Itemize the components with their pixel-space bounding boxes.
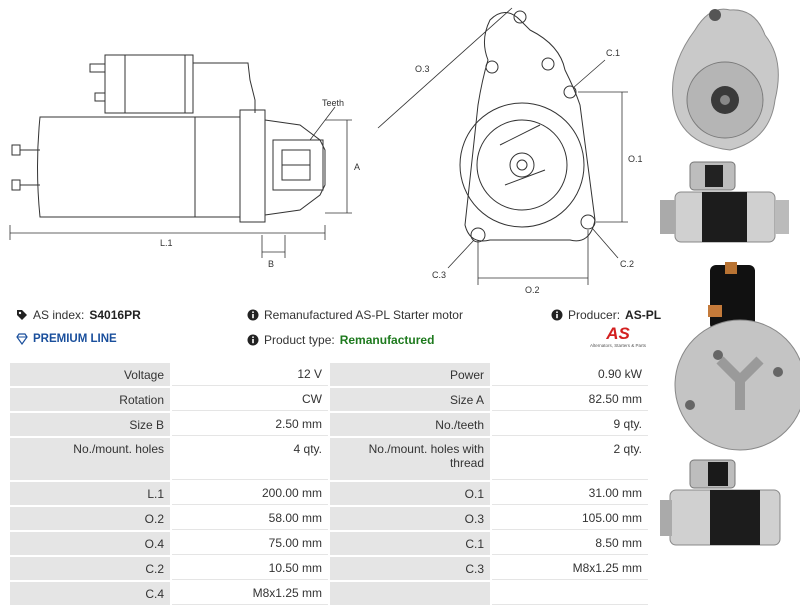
spec-label <box>330 582 490 605</box>
label-c1: C.1 <box>606 48 620 58</box>
spec-value: 75.00 mm <box>172 532 328 555</box>
spec-label: C.2 <box>10 557 170 580</box>
spec-label: O.2 <box>10 507 170 530</box>
label-l1: L.1 <box>160 238 173 248</box>
as-pl-logo: AS Alternators, Starters & Parts <box>588 325 648 357</box>
spec-value: M8x1.25 mm <box>172 582 328 605</box>
spec-value: 10.50 mm <box>172 557 328 580</box>
label-o3: O.3 <box>415 64 430 74</box>
producer-value: AS-PL <box>625 308 662 322</box>
product-type: Product type: Remanufactured <box>247 333 434 347</box>
product-photo-angled <box>660 459 781 546</box>
spec-value: 9 qty. <box>492 413 648 436</box>
spec-label: O.4 <box>10 532 170 555</box>
spec-label: No./mount. holes <box>10 438 170 480</box>
producer: Producer: AS-PL <box>551 308 661 322</box>
as-index-label: AS index: <box>33 308 85 322</box>
spec-label: Power <box>330 363 490 386</box>
product-type-label: Product type: <box>264 333 335 347</box>
spec-value: 2 qty. <box>492 438 648 480</box>
solenoid-outline <box>104 54 194 114</box>
motor-body <box>37 116 241 218</box>
spec-value: 58.00 mm <box>172 507 328 530</box>
product-photo-rear <box>674 262 800 451</box>
spec-value <box>492 582 648 605</box>
label-o2: O.2 <box>525 285 540 295</box>
spec-value: 2.50 mm <box>172 413 328 436</box>
product-photos <box>660 8 800 546</box>
diamond-icon <box>16 333 28 345</box>
info-icon <box>247 309 259 321</box>
product-type-value: Remanufactured <box>339 333 435 347</box>
logo-text: AS <box>606 324 630 343</box>
label-o1: O.1 <box>628 154 643 164</box>
logo-subtext: Alternators, Starters & Parts <box>589 343 647 348</box>
label-c2: C.2 <box>620 259 634 269</box>
label-teeth: Teeth <box>322 98 344 108</box>
spec-label: Size A <box>330 388 490 411</box>
spec-value: CW <box>172 388 328 411</box>
spec-label: Size B <box>10 413 170 436</box>
label-b: B <box>268 259 274 269</box>
spec-value: 12 V <box>172 363 328 386</box>
spec-label: C.1 <box>330 532 490 555</box>
spec-value: M8x1.25 mm <box>492 557 648 580</box>
spec-label: Voltage <box>10 363 170 386</box>
label-c3: C.3 <box>432 270 446 280</box>
spec-label: L.1 <box>10 482 170 505</box>
premium-line: PREMIUM LINE <box>16 333 117 345</box>
spec-value: 31.00 mm <box>492 482 648 505</box>
product-photo-front <box>672 8 779 151</box>
flange-outline <box>464 12 596 242</box>
spec-label: O.3 <box>330 507 490 530</box>
hole-c3 <box>470 227 486 243</box>
hole-c1 <box>563 85 577 99</box>
hole-c2 <box>580 214 596 230</box>
spec-label: O.1 <box>330 482 490 505</box>
spec-label: C.3 <box>330 557 490 580</box>
info-icon <box>551 309 563 321</box>
as-index-value: S4016PR <box>89 308 141 322</box>
technical-drawing: Teeth A B L.1 O.1 O.2 O.3 C.1 C.2 C.3 <box>9 7 643 295</box>
housing-circle <box>459 102 585 228</box>
producer-label: Producer: <box>568 308 621 322</box>
spec-value: 105.00 mm <box>492 507 648 530</box>
as-index: AS index: S4016PR <box>16 308 141 322</box>
spec-value: 200.00 mm <box>172 482 328 505</box>
spec-value: 8.50 mm <box>492 532 648 555</box>
spec-label: No./mount. holes with thread <box>330 438 490 480</box>
description-text: Remanufactured AS-PL Starter motor <box>264 308 463 322</box>
info-icon <box>247 334 259 346</box>
label-a: A <box>354 162 360 172</box>
spec-value: 0.90 kW <box>492 363 648 386</box>
spec-value: 4 qty. <box>172 438 328 480</box>
product-photo-side <box>660 161 789 243</box>
tag-icon <box>17 310 27 320</box>
spec-value: 82.50 mm <box>492 388 648 411</box>
description: Remanufactured AS-PL Starter motor <box>247 308 463 322</box>
spec-label: Rotation <box>10 388 170 411</box>
spec-label: No./teeth <box>330 413 490 436</box>
premium-line-label: PREMIUM LINE <box>33 333 117 345</box>
spec-label: C.4 <box>10 582 170 605</box>
